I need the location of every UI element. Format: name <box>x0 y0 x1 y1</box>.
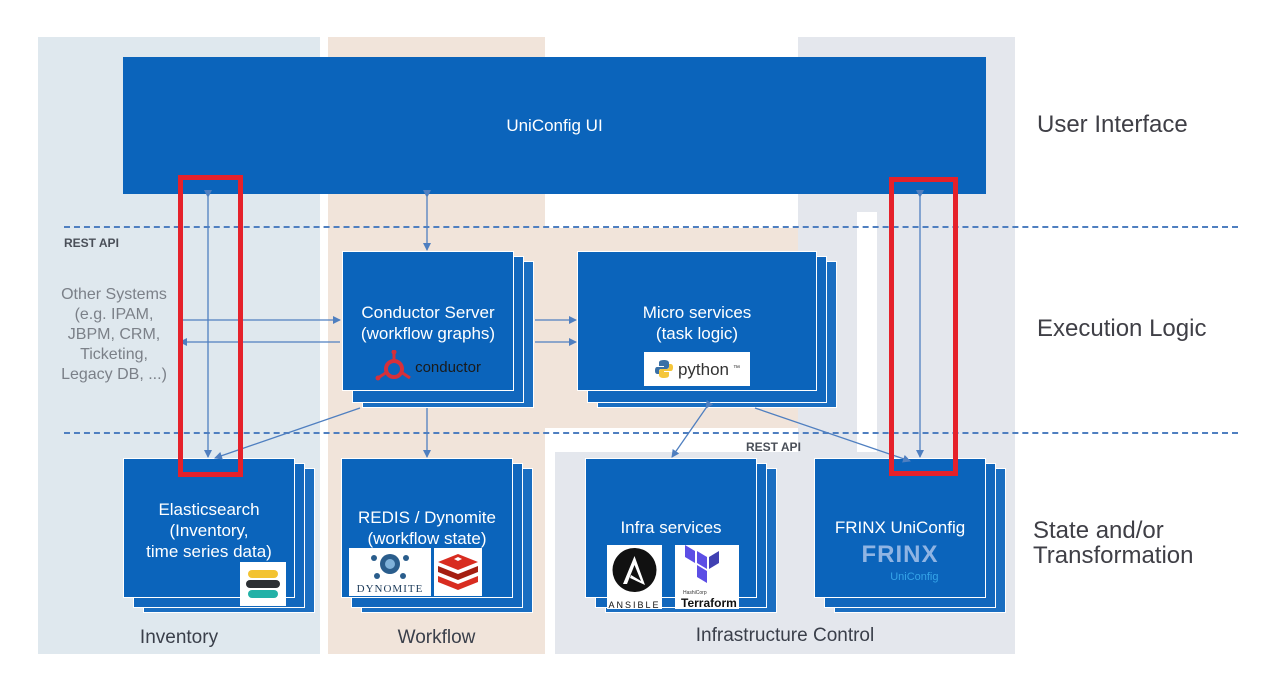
state-label-line2: Transformation <box>1033 542 1194 569</box>
conductor-title: Conductor Server <box>361 303 495 322</box>
elastic-line3: time series data) <box>146 542 272 561</box>
rest-api-label-right: REST API <box>746 440 801 454</box>
lane-gap <box>857 212 877 452</box>
elastic-logo <box>240 562 286 606</box>
other-systems-line: Other Systems <box>61 286 167 303</box>
highlight-box-right <box>889 177 958 476</box>
other-systems-text: Other Systems (e.g. IPAM, JBPM, CRM, Tic… <box>44 285 184 385</box>
rest-api-label-left: REST API <box>64 236 119 250</box>
elastic-line2: (Inventory, <box>169 521 249 540</box>
elastic-icon <box>246 570 280 598</box>
redis-subtitle: (workflow state) <box>367 529 487 548</box>
micro-services-box: Micro services (task logic) python ™ <box>577 251 817 391</box>
inventory-label: Inventory <box>139 627 219 648</box>
ansible-icon <box>612 548 657 592</box>
state-label-line1: State and/or <box>1033 517 1164 544</box>
elasticsearch-box: Elasticsearch (Inventory, time series da… <box>123 458 295 598</box>
uniconfig-ui-box: UniConfig UI <box>123 57 986 194</box>
conductor-server-box: Conductor Server (workflow graphs) condu… <box>342 251 514 391</box>
terraform-small-text: HashiCorp <box>683 590 707 596</box>
other-systems-line: Legacy DB, ...) <box>61 366 167 383</box>
conductor-icon <box>375 350 411 381</box>
python-icon <box>654 360 673 378</box>
infra-title: Infra services <box>620 518 722 537</box>
python-tm: ™ <box>733 365 741 372</box>
conductor-logo-text: conductor <box>415 358 481 376</box>
micro-subtitle: (task logic) <box>655 324 739 343</box>
frinx-logo-main: FRINX <box>861 541 939 568</box>
workflow-label: Workflow <box>397 627 476 648</box>
rest-api-separator-top <box>64 226 1238 228</box>
redis-title: REDIS / Dynomite <box>358 508 496 527</box>
terraform-logo-text: Terraform <box>681 596 737 610</box>
ansible-logo-text: ANSIBLE <box>608 600 661 610</box>
conductor-subtitle: (workflow graphs) <box>360 324 496 343</box>
other-systems-line: (e.g. IPAM, <box>74 306 154 323</box>
redis-box: REDIS / Dynomite (workflow state) <box>341 458 513 598</box>
frinx-uniconfig-box: FRINX UniConfig FRINX UniConfig <box>814 458 986 598</box>
other-systems-line: Ticketing, <box>80 346 148 363</box>
other-systems-line: JBPM, CRM, <box>67 326 161 343</box>
frinx-logo: FRINX UniConfig <box>861 541 939 586</box>
python-logo: python ™ <box>644 352 750 386</box>
dynomite-logo-text: DYNOMITE <box>356 583 424 595</box>
dynomite-icon <box>371 554 409 579</box>
redis-logo <box>434 548 482 596</box>
execution-logic-label: Execution Logic <box>1037 315 1207 342</box>
infrastructure-label: Infrastructure Control <box>695 625 875 646</box>
highlight-box-left <box>178 175 243 477</box>
uniconfig-ui-label: UniConfig UI <box>506 116 603 135</box>
micro-title: Micro services <box>642 303 752 322</box>
frinx-title: FRINX UniConfig <box>834 518 966 537</box>
dynomite-logo: DYNOMITE <box>349 548 431 596</box>
frinx-logo-sub: UniConfig <box>890 571 939 583</box>
python-logo-text: python <box>677 359 730 379</box>
rest-api-separator-bottom <box>64 432 1238 434</box>
terraform-icon <box>685 545 719 583</box>
redis-icon <box>438 554 478 590</box>
user-interface-label: User Interface <box>1037 111 1188 138</box>
terraform-logo: HashiCorp Terraform <box>675 545 739 610</box>
elastic-title: Elasticsearch <box>158 500 260 519</box>
ansible-logo: ANSIBLE <box>607 545 662 610</box>
conductor-logo: conductor <box>375 350 481 384</box>
